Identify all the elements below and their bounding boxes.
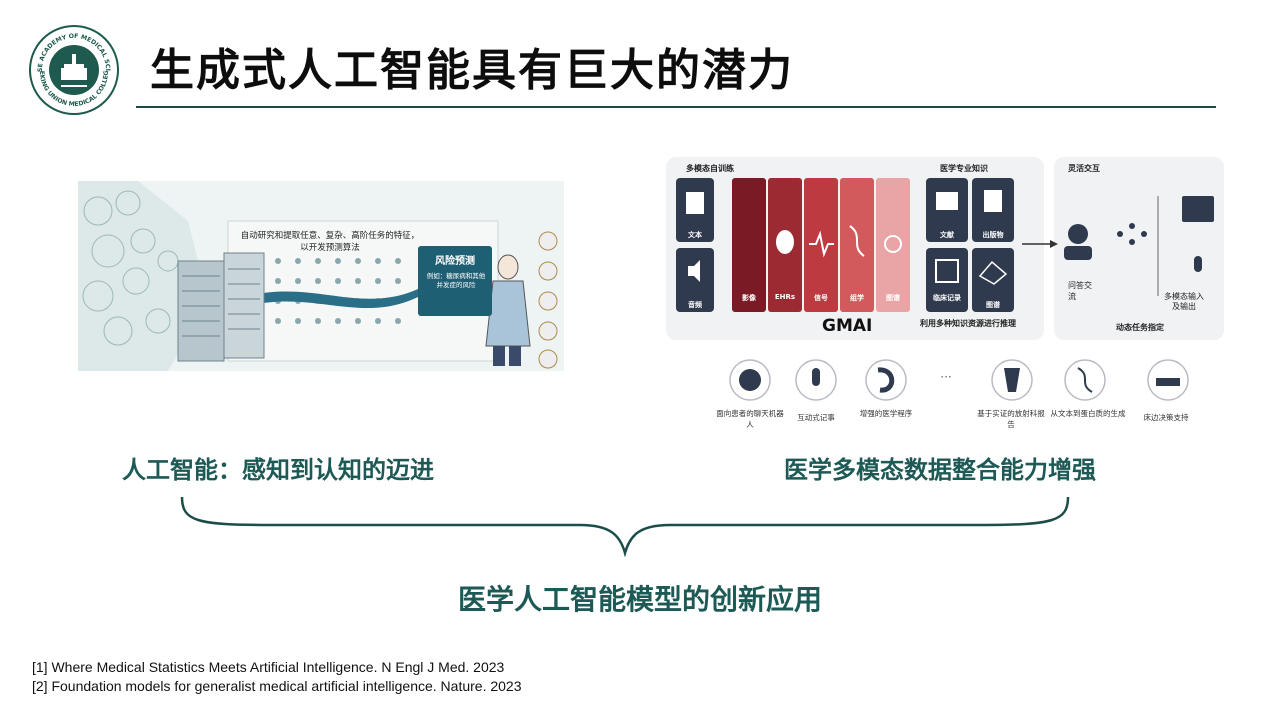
app-augmented-procedures: 增强的医学程序	[859, 409, 913, 418]
reasoning-label: 利用多种知识资源进行推理	[920, 319, 1016, 328]
ai-illustration	[78, 181, 564, 371]
data-tile-ehrs: EHRs	[774, 293, 796, 301]
data-tile-graph: 图谱	[886, 294, 900, 302]
page-title: 生成式人工智能具有巨大的潜力	[150, 45, 794, 96]
gmai-diagram	[676, 178, 1214, 401]
curly-brace	[180, 496, 1070, 557]
knowledge-label: 医学专业知识	[940, 164, 988, 173]
caption-left: 人工智能：感知到认知的迈进	[122, 456, 434, 484]
conclusion-text: 医学人工智能模型的创新应用	[457, 583, 822, 616]
reference-1: [1] Where Medical Statistics Meets Artif…	[32, 659, 505, 675]
input-tile-text: 文本	[688, 231, 702, 239]
data-tile-omics: 组学	[850, 294, 864, 302]
input-tile-audio: 音频	[688, 301, 702, 309]
app-interactive-notes: 互动式记事	[797, 413, 835, 422]
ai-illustration-caption: 自动研究和提取任意、复杂、高阶任务的特征，以开发预测算法	[240, 231, 420, 253]
knowledge-tile-literature: 文献	[940, 231, 954, 239]
dynamic-task-label: 动态任务指定	[1116, 323, 1164, 332]
app-patient-chatbot: 面向患者的聊天机器人	[716, 409, 784, 429]
references: [1] Where Medical Statistics Meets Artif…	[32, 658, 522, 696]
knowledge-tile-clinical-notes: 临床记录	[933, 294, 961, 302]
app-ellipsis: ···	[940, 370, 952, 384]
data-tile-signal: 信号	[814, 294, 828, 302]
risk-prediction-text: 例如：糖尿病和其他并发症的风险	[426, 272, 486, 289]
pretrain-label: 多模态自训练	[686, 164, 734, 173]
gmai-label: GMAI	[822, 316, 873, 336]
multimodal-io-label: 多模态输入及输出	[1164, 292, 1204, 311]
risk-prediction-title: 风险预测	[435, 256, 475, 267]
title-divider	[136, 106, 1216, 108]
knowledge-tile-publications: 出版物	[982, 231, 1004, 239]
interaction-label: 灵活交互	[1068, 164, 1100, 173]
school-seal-logo: CHINESE ACADEMY OF MEDICAL SCIENCES PEKI…	[28, 24, 119, 115]
knowledge-tile-graph: 图谱	[986, 301, 1000, 309]
app-radiology-report: 基于实证的放射科报告	[977, 409, 1045, 429]
data-tile-imaging: 影像	[742, 294, 756, 302]
risk-prediction-box	[418, 246, 492, 316]
qa-label: 问答交流	[1068, 281, 1092, 301]
reference-2: [2] Foundation models for generalist med…	[32, 678, 522, 694]
caption-right: 医学多模态数据整合能力增强	[784, 456, 1096, 484]
app-text-to-protein: 从文本到蛋白质的生成	[1050, 409, 1126, 418]
app-bedside-support: 床边决策支持	[1143, 413, 1189, 422]
